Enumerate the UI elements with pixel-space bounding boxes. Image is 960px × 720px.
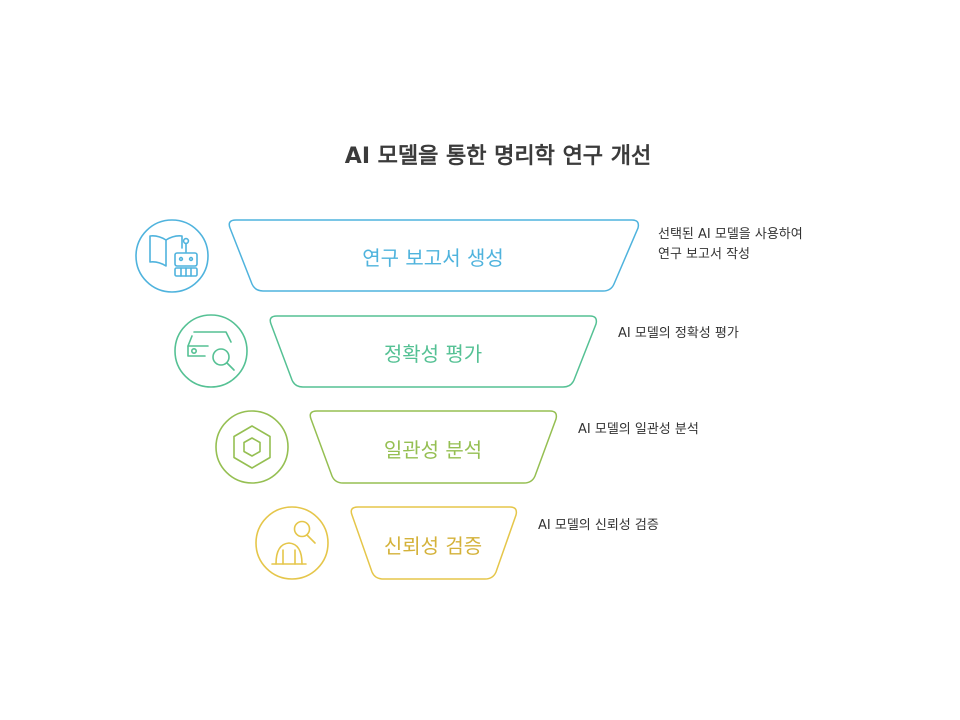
stage-1-label: 연구 보고서 생성 (362, 246, 504, 270)
funnel-stage-1 (135, 219, 640, 293)
funnel-stage-4-shape (350, 506, 518, 580)
funnel-stage-3 (215, 410, 558, 484)
car-magnifier-icon (174, 314, 248, 388)
stage-1-description-line-2: 연구 보고서 작성 (658, 247, 750, 262)
funnel-stage-2-shape (269, 315, 598, 388)
hexagon-nut-icon (215, 410, 289, 484)
stage-2-label: 정확성 평가 (383, 342, 483, 366)
stage-1-description-line-1: 선택된 AI 모델을 사용하여 (658, 227, 803, 242)
stage-4-label: 신뢰성 검증 (383, 534, 483, 558)
hardhat-magnifier-icon (255, 506, 329, 580)
stage-4-description: AI 모델의 신뢰성 검증 (538, 518, 659, 533)
funnel-stage-3-shape (309, 410, 558, 484)
stage-1-description: 선택된 AI 모델을 사용하여 연구 보고서 작성 (658, 225, 803, 265)
stage-2-description: AI 모델의 정확성 평가 (618, 326, 739, 341)
funnel-stage-4 (255, 506, 518, 580)
funnel-stage-2 (174, 314, 598, 388)
diagram-title: AI 모델을 통한 명리학 연구 개선 (344, 144, 652, 169)
funnel-stage-1-shape (228, 219, 640, 292)
stage-3-description: AI 모델의 일관성 분석 (578, 422, 699, 437)
book-robot-icon (135, 219, 209, 293)
stage-3-label: 일관성 분석 (383, 438, 483, 462)
